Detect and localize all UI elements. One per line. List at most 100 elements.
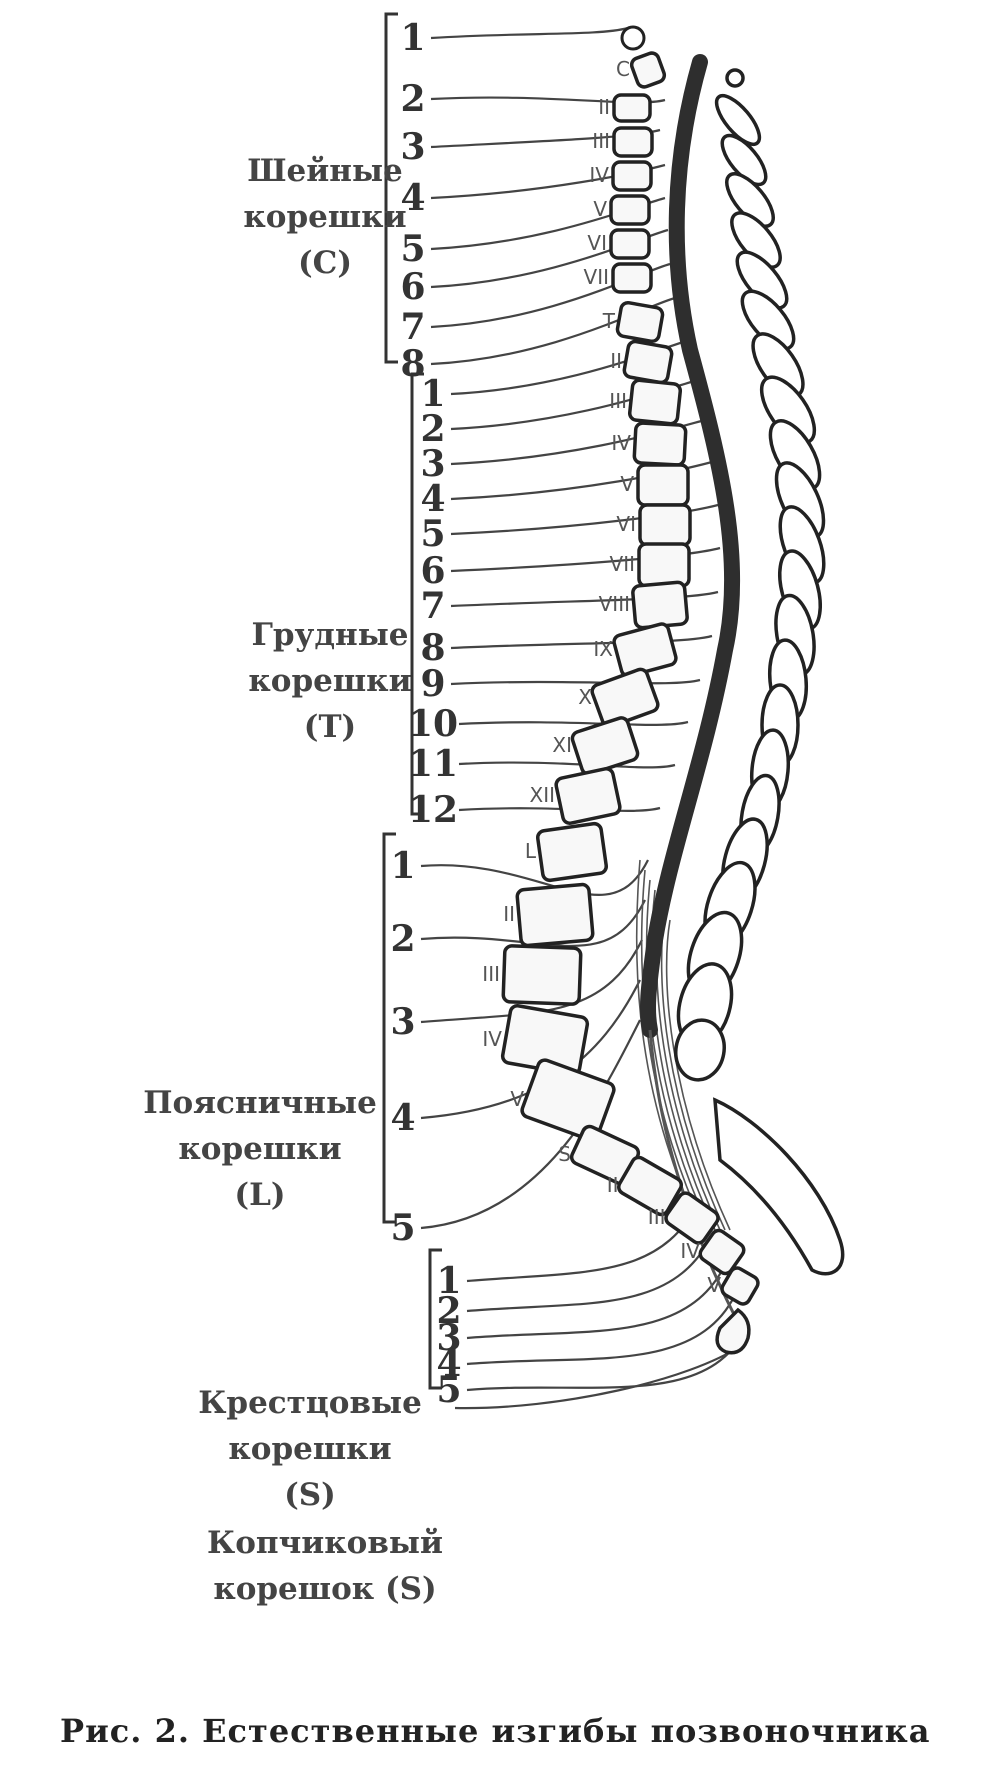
lumbar-group-label: Поясничные корешки (L) xyxy=(125,1080,395,1218)
root-number: 2 xyxy=(400,78,425,120)
vertebra-body xyxy=(570,716,640,776)
root-number: 2 xyxy=(390,918,415,960)
coccygeal-group-label: Копчиковый корешок (S) xyxy=(200,1520,450,1612)
vertebra-label: X xyxy=(578,685,592,709)
vertebra-label: VIII xyxy=(599,592,630,616)
cord-trunk xyxy=(639,54,741,1038)
spinous-process xyxy=(714,94,762,146)
root-number: 1 xyxy=(420,373,445,415)
nerve-root xyxy=(430,296,676,366)
vertebra-body xyxy=(720,1266,760,1306)
vertebra-body xyxy=(554,767,622,825)
nerve-root xyxy=(458,720,689,726)
vertebra-body xyxy=(609,194,651,226)
vertebra-label: VI xyxy=(587,231,607,255)
vertebra-label: III xyxy=(609,389,627,413)
vertebra-label: II xyxy=(607,1173,619,1197)
root-number: 12 xyxy=(408,789,458,831)
spinous-process xyxy=(725,172,775,228)
vertebra-label: V xyxy=(510,1087,524,1111)
vertebra-label: VII xyxy=(610,552,635,576)
coccygeal-title: Копчиковый xyxy=(207,1525,443,1561)
spinous-process xyxy=(730,211,782,269)
vertebra-body xyxy=(664,1191,720,1245)
coccygeal-subtitle: корешок (S) xyxy=(213,1571,437,1607)
vertebra-label: VI xyxy=(616,512,636,536)
nerve-root xyxy=(420,1019,641,1230)
coccygeal-root xyxy=(454,1344,743,1410)
root-number: 8 xyxy=(400,343,425,385)
vertebra-body xyxy=(501,944,583,1006)
vertebra-label: L xyxy=(525,839,537,863)
root-number: 3 xyxy=(390,1001,415,1043)
figure-caption: Рис. 2. Естественные изгибы позвоночника xyxy=(60,1712,931,1750)
thoracic-title: Грудные xyxy=(251,617,409,653)
vertebra-body xyxy=(590,667,660,729)
vertebra-label: IV xyxy=(482,1027,502,1051)
root-number: 5 xyxy=(400,228,425,270)
spinous-process xyxy=(725,68,745,88)
nerve-roots xyxy=(420,26,746,1410)
vertebra-body xyxy=(535,821,609,883)
root-number: 1 xyxy=(436,1260,461,1302)
nerve-root xyxy=(450,678,701,686)
root-number: 2 xyxy=(436,1290,461,1332)
cauda-fiber xyxy=(645,879,711,1231)
nerve-root xyxy=(450,590,719,608)
vertebra-label: V xyxy=(593,197,607,221)
nerve-root xyxy=(466,1234,713,1313)
vertebra-label: III xyxy=(592,129,610,153)
nerve-root xyxy=(466,1329,746,1392)
vertebra-body xyxy=(615,300,665,344)
root-number: 11 xyxy=(408,743,458,785)
vertebral-bodies: CIIIIIIVVVIVIITIIIIIIVVVIVIIVIIIIXXXIXII… xyxy=(482,25,760,1355)
vertebra-label: IV xyxy=(611,431,631,455)
atlas-ring xyxy=(620,25,646,51)
nerve-root xyxy=(450,338,691,396)
cauda-fiber xyxy=(665,919,731,1231)
vertebra-label: V xyxy=(707,1273,721,1297)
group-bracket xyxy=(428,1248,442,1390)
group-bracket xyxy=(384,12,398,364)
nerve-root xyxy=(450,460,713,501)
cervical-code: (C) xyxy=(297,245,352,281)
vertebra-body xyxy=(612,622,678,678)
vertebra-body xyxy=(631,580,689,630)
root-number: 5 xyxy=(390,1207,415,1249)
sacral-title: Крестцовые xyxy=(198,1385,422,1421)
root-number: 5 xyxy=(436,1369,461,1411)
spinous-processes xyxy=(674,68,845,1276)
vertebra-label: VII xyxy=(584,265,609,289)
vertebra-body xyxy=(632,421,688,467)
vertebra-label: III xyxy=(482,962,500,986)
spinous-process xyxy=(674,1018,726,1082)
vertebra-body xyxy=(638,503,692,547)
sacral-subtitle: корешки xyxy=(228,1431,392,1467)
vertebra-label: II xyxy=(610,349,622,373)
vertebra-label: XII xyxy=(530,783,556,807)
root-number: 6 xyxy=(420,550,445,592)
cervical-title: Шейные xyxy=(247,153,403,189)
vertebra-body xyxy=(636,463,690,507)
nerve-root xyxy=(430,262,671,329)
group-bracket xyxy=(410,372,424,816)
sacral-crest xyxy=(713,1097,845,1276)
nerve-root xyxy=(430,196,666,251)
root-number: 9 xyxy=(420,663,445,705)
group-bracket xyxy=(382,832,396,1224)
lumbar-subtitle: корешки xyxy=(178,1131,342,1167)
group-brackets xyxy=(382,12,442,1390)
vertebra-label: XI xyxy=(552,733,572,757)
nerve-root xyxy=(458,761,676,769)
cervical-group-label: Шейные корешки (C) xyxy=(225,148,425,286)
lumbar-code: (L) xyxy=(234,1177,286,1213)
cervical-subtitle: корешки xyxy=(243,199,407,235)
vertebra-body xyxy=(609,228,651,260)
sacral-group-label: Крестцовые корешки (S) xyxy=(185,1380,435,1518)
root-number: 5 xyxy=(420,513,445,555)
vertebra-label: II xyxy=(598,95,610,119)
root-number: 7 xyxy=(420,585,445,627)
vertebra-label: IV xyxy=(680,1239,700,1263)
